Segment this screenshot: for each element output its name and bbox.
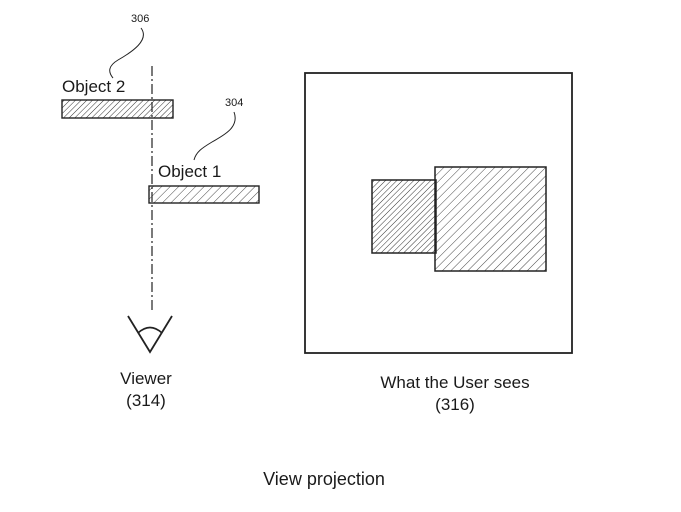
object-1-label: Object 1 — [158, 162, 221, 181]
object-2-bar — [62, 100, 173, 118]
seen-object-1 — [372, 180, 436, 253]
user-view-label: What the User sees — [380, 373, 529, 392]
seen-object-2 — [435, 167, 546, 271]
viewer-ref: (314) — [126, 391, 166, 410]
object-1-bar — [149, 186, 259, 203]
viewer-label: Viewer — [120, 369, 172, 388]
leader-306 — [110, 28, 144, 78]
figure-title: View projection — [263, 469, 385, 489]
user-view-ref: (316) — [435, 395, 475, 414]
ref-304: 304 — [225, 97, 243, 109]
leader-304 — [194, 112, 235, 160]
eye-icon — [128, 316, 172, 352]
object-2-label: Object 2 — [62, 77, 125, 96]
ref-306: 306 — [131, 13, 149, 25]
